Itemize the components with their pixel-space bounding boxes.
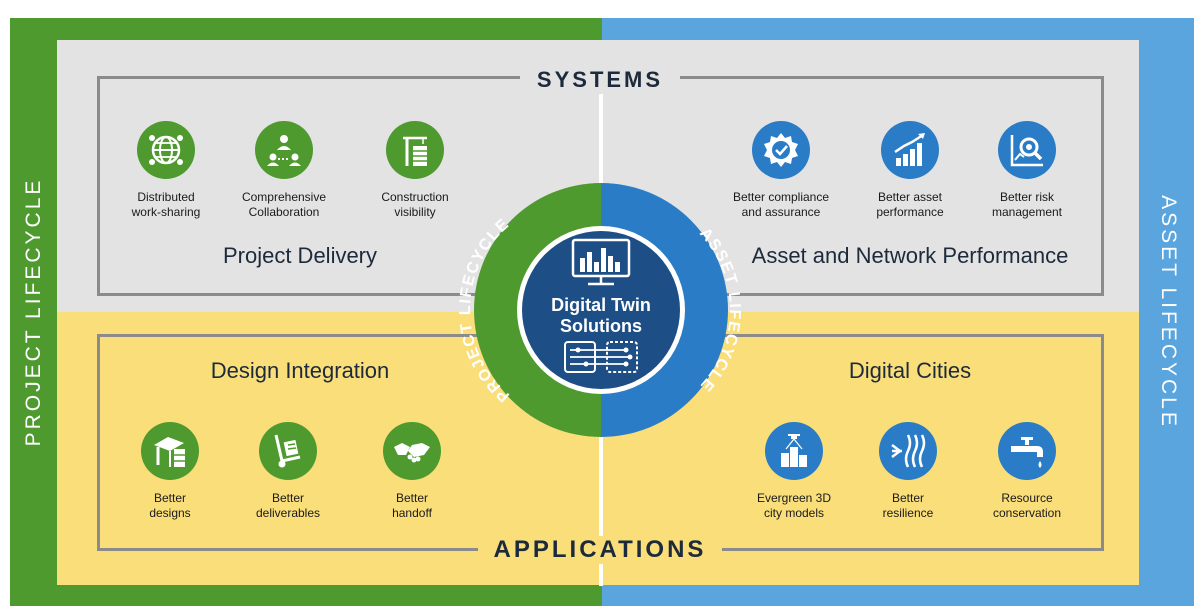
globe-network-icon — [137, 121, 195, 179]
circuit-board-icon — [564, 341, 638, 373]
project-delivery-title: Project Delivery — [222, 243, 378, 268]
city-drone-icon — [765, 422, 823, 480]
applications-heading: APPLICATIONS — [478, 536, 722, 564]
water-tap-icon — [998, 422, 1056, 480]
center-core — [522, 231, 680, 389]
design-integration-title: Design Integration — [210, 358, 390, 383]
risk-analysis-icon — [998, 121, 1056, 179]
asset-network-performance-title: Asset and Network Performance — [751, 243, 1069, 268]
center-title-line1: Digital Twin — [551, 295, 651, 315]
compliance-badge-icon — [752, 121, 810, 179]
design-blueprint-icon — [141, 422, 199, 480]
center-title-line2: Solutions — [560, 316, 642, 336]
growth-chart-icon — [881, 121, 939, 179]
collaboration-icon — [255, 121, 313, 179]
construction-crane-icon — [386, 121, 444, 179]
resilience-wave-icon — [879, 422, 937, 480]
systems-heading: SYSTEMS — [520, 66, 680, 94]
handshake-icon — [383, 422, 441, 480]
hand-truck-icon — [259, 422, 317, 480]
monitor-city-icon — [571, 238, 631, 286]
digital-cities-title: Digital Cities — [848, 358, 972, 383]
